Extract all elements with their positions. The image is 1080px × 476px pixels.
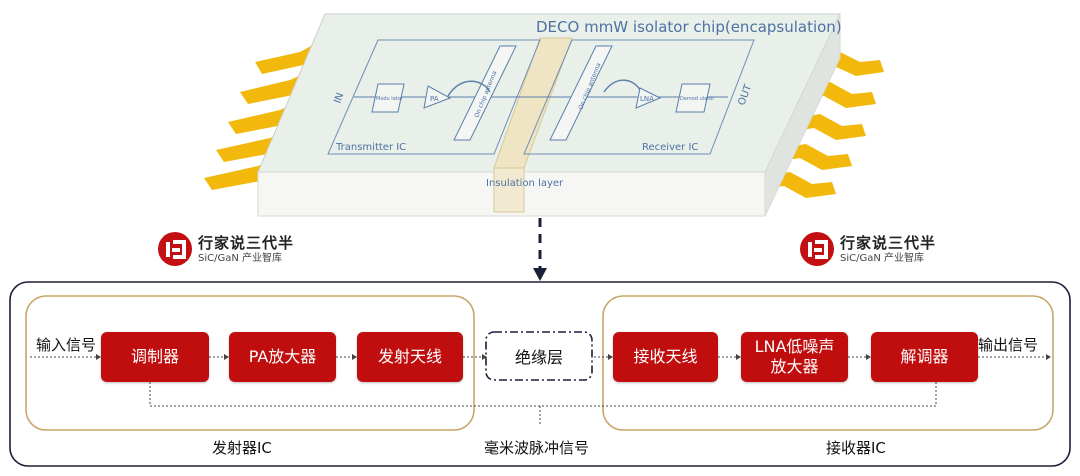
brand-subtitle: SiC/GaN 产业智库 bbox=[198, 252, 283, 264]
rx-antenna-block: 接收天线 bbox=[613, 332, 718, 382]
receiver-group bbox=[602, 295, 1054, 431]
input-signal-label: 输入信号 bbox=[36, 336, 97, 354]
insulation-box bbox=[485, 331, 593, 381]
chip-insulation-label: Insulation layer bbox=[486, 178, 564, 189]
chip-transmitter-label: Transmitter IC bbox=[335, 142, 406, 153]
brand-right: 行家说三代半 SiC/GaN 产业智库 bbox=[800, 232, 936, 266]
rx-antenna-block-label: 接收天线 bbox=[633, 347, 698, 366]
transmitter-group bbox=[25, 295, 475, 431]
mmwave-pulse-label: 毫米波脉冲信号 bbox=[484, 439, 590, 457]
demodulator-block: 解调器 bbox=[871, 332, 978, 382]
insulation-layer-label: 绝缘层 bbox=[514, 348, 563, 367]
chip-receiver-label: Receiver IC bbox=[642, 142, 698, 153]
brand-name: 行家说三代半 bbox=[198, 233, 295, 252]
chip-lna-label: LNA bbox=[640, 95, 654, 103]
chip-pa-label: PA bbox=[430, 95, 439, 103]
brand-name: 行家说三代半 bbox=[840, 233, 937, 252]
pa-amplifier-block-label: PA放大器 bbox=[248, 347, 317, 366]
transmitter-ic-label: 发射器IC bbox=[212, 439, 272, 457]
tx-antenna-block: 发射天线 bbox=[357, 332, 463, 382]
modulator-block-label: 调制器 bbox=[130, 347, 179, 366]
demodulator-block-label: 解调器 bbox=[900, 347, 949, 366]
brand-logo-icon bbox=[800, 232, 834, 266]
brand-subtitle: SiC/GaN 产业智库 bbox=[840, 252, 925, 264]
pa-amplifier-block: PA放大器 bbox=[229, 332, 336, 382]
lna-block-label-line1: LNA低噪声 bbox=[754, 337, 835, 356]
chip-title: DECO mmW isolator chip(encapsulation) bbox=[536, 18, 842, 36]
chip-in-label: IN bbox=[332, 91, 346, 105]
lna-block: LNA低噪声 放大器 bbox=[741, 332, 848, 382]
outer-frame bbox=[9, 281, 1071, 467]
brand-left: 行家说三代半 SiC/GaN 产业智库 bbox=[158, 232, 294, 266]
brand-logo-icon bbox=[158, 232, 192, 266]
chip-modulator-label: Modu lator bbox=[376, 96, 404, 102]
output-signal-label: 输出信号 bbox=[978, 336, 1039, 354]
chip-demodulator-label: Demod ulator bbox=[680, 96, 715, 102]
lna-block-label-line2: 放大器 bbox=[770, 357, 819, 376]
insulation-layer-block: 绝缘层 bbox=[486, 332, 592, 380]
receiver-ic-label: 接收器IC bbox=[826, 439, 886, 457]
tx-antenna-block-label: 发射天线 bbox=[377, 347, 442, 366]
modulator-block: 调制器 bbox=[101, 332, 209, 382]
